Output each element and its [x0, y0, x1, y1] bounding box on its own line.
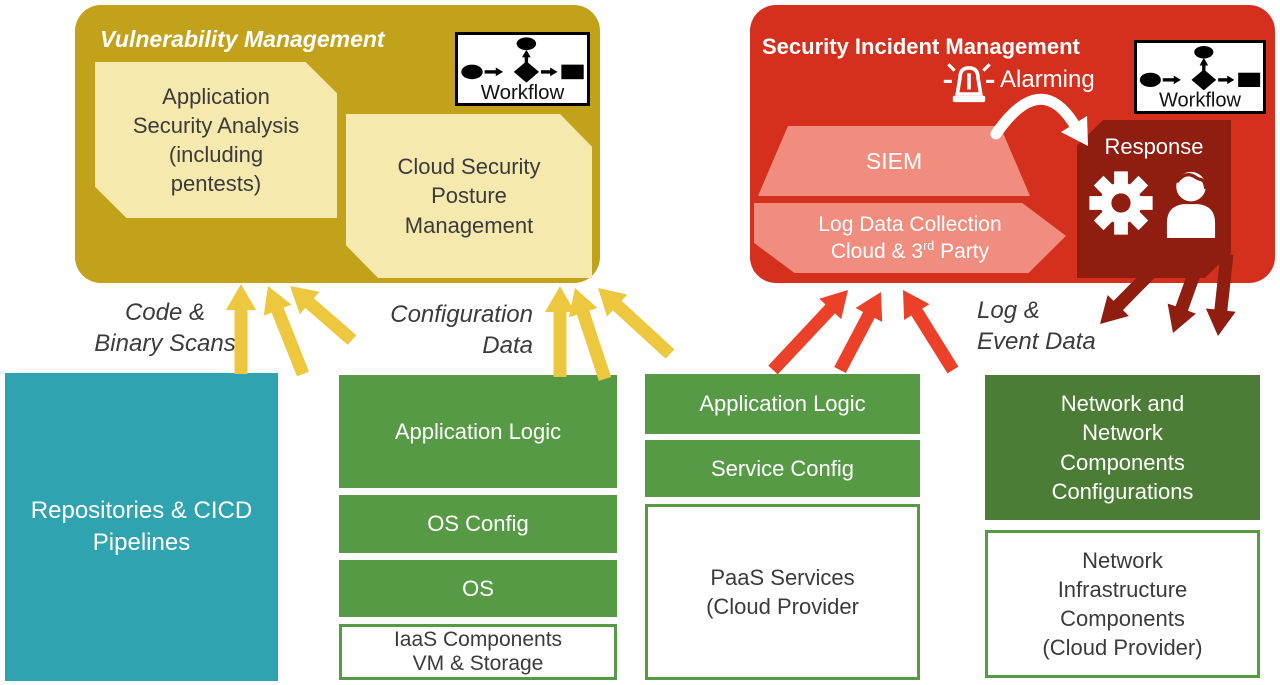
log-data-arrow-1: [768, 290, 848, 375]
iaas-components-box: IaaS Components VM & Storage: [339, 624, 617, 680]
person-icon: [1162, 168, 1220, 243]
config-data-arrow-1: [545, 286, 575, 377]
code-binary-scans-label: Code & Binary Scans: [94, 299, 236, 357]
siren-icon: [942, 60, 996, 110]
log-data-collection-line1: Log Data Collection: [818, 212, 1002, 236]
code-scan-arrow-3: [290, 286, 357, 345]
workflow-icon: Workflow: [1134, 40, 1266, 114]
os-box: OS: [339, 560, 617, 617]
log-data-collection-box: Log Data Collection Cloud & 3rd Party: [754, 203, 1066, 273]
config-data-arrow-2: [568, 288, 612, 381]
log-data-collection-line2: Cloud & 3rd Party: [830, 239, 990, 263]
application-security-analysis-box: Application Security Analysis (including…: [95, 62, 337, 218]
log-data-arrow-2: [834, 292, 883, 373]
paas-services-box: PaaS Services (Cloud Provider: [645, 504, 920, 680]
application-logic-box-os-stack: Application Logic: [339, 375, 617, 488]
siem-box: SIEM: [758, 126, 1030, 196]
configuration-data-label: Configuration Data: [390, 301, 533, 359]
log-event-data-label: Log & Event Data: [977, 297, 1096, 355]
os-config-box: OS Config: [339, 495, 617, 553]
response-label: Response: [1104, 134, 1204, 159]
vulnerability-management-title: Vulnerability Management: [100, 26, 385, 52]
workflow-icon: Workflow: [455, 32, 590, 106]
alarming-to-response-arrow: [990, 93, 1088, 146]
repositories-cicd-box: Repositories & CICD Pipelines: [5, 373, 278, 681]
response-box: Response: [1077, 120, 1231, 278]
network-components-config-box: Network and Network Components Configura…: [985, 375, 1260, 520]
gear-icon: [1088, 170, 1154, 241]
response-out-arrow-2: [1167, 249, 1209, 333]
service-config-box: Service Config: [645, 440, 920, 497]
workflow-icon-label: Workflow: [1159, 90, 1242, 111]
code-scan-arrow-1: [226, 284, 256, 374]
response-out-arrow-1: [1100, 247, 1176, 324]
code-scan-arrow-2: [263, 286, 309, 377]
security-incident-management-title: Security Incident Management: [762, 34, 1080, 59]
config-data-arrow-3: [598, 288, 675, 359]
application-logic-box-paas-stack: Application Logic: [645, 374, 920, 434]
alarming-label: Alarming: [1000, 66, 1095, 93]
response-out-arrow-3: [1205, 253, 1236, 336]
network-infrastructure-box: Network Infrastructure Components (Cloud…: [985, 530, 1260, 678]
workflow-icon-label: Workflow: [481, 82, 565, 103]
log-data-arrow-3: [903, 290, 959, 374]
cloud-security-posture-box: Cloud Security Posture Management: [346, 114, 592, 278]
